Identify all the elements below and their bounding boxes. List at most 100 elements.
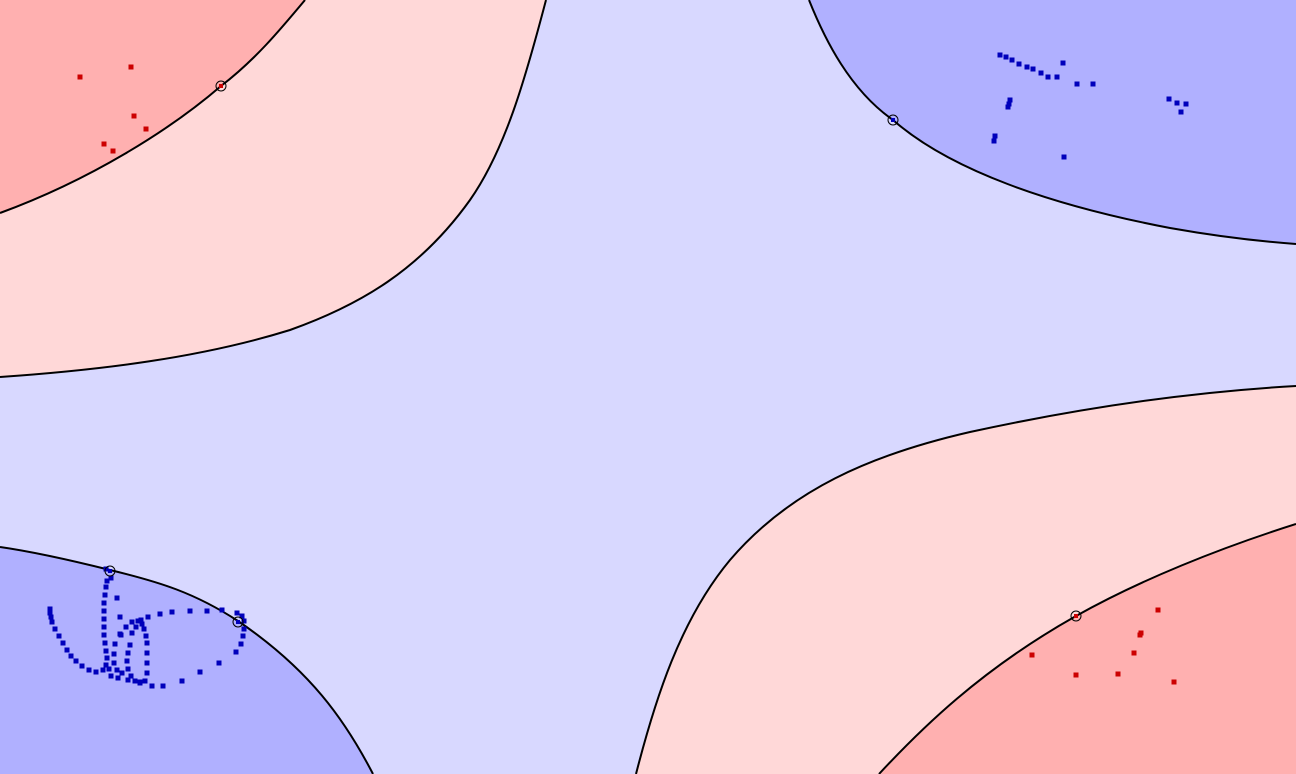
- blue-support-vector-point: [108, 569, 112, 573]
- blue-data-point: [129, 619, 135, 625]
- blue-data-point: [169, 609, 175, 615]
- blue-support-vector-ring: [887, 114, 899, 126]
- blue-data-point: [125, 677, 131, 683]
- blue-data-point: [233, 649, 239, 655]
- blue-data-point: [132, 678, 138, 684]
- blue-data-point: [179, 678, 185, 684]
- blue-data-point: [106, 666, 112, 672]
- blue-data-point: [219, 607, 225, 613]
- red-data-point: [77, 74, 83, 80]
- red-support-vector-point: [219, 84, 223, 88]
- blue-data-point: [133, 624, 139, 630]
- boundary-margin-bottom-right: [635, 385, 1296, 774]
- red-support-vector-ring: [215, 80, 227, 92]
- blue-data-point: [47, 610, 53, 616]
- blue-data-point: [238, 641, 244, 647]
- region-red-strong-top-left: [0, 0, 305, 213]
- red-data-point: [1115, 671, 1121, 677]
- blue-data-point: [234, 610, 240, 616]
- blue-data-point: [117, 614, 123, 620]
- blue-data-point: [101, 600, 107, 606]
- red-support-vector-ring: [1070, 610, 1082, 622]
- blue-data-point: [1030, 66, 1036, 72]
- red-data-point: [1138, 630, 1144, 636]
- blue-data-point: [1009, 57, 1015, 63]
- red-data-point: [131, 113, 137, 119]
- blue-data-point: [123, 624, 129, 630]
- blue-data-point: [1054, 74, 1060, 80]
- blue-data-point: [111, 651, 117, 657]
- blue-data-point: [1005, 104, 1011, 110]
- blue-data-point: [997, 52, 1003, 58]
- blue-data-point: [1016, 61, 1022, 67]
- boundary-blue-strong-top-right: [808, 0, 1296, 245]
- red-data-point: [1029, 652, 1035, 658]
- blue-data-point: [991, 138, 997, 144]
- blue-data-point: [1003, 54, 1009, 60]
- blue-data-point: [204, 608, 210, 614]
- red-data-point: [110, 148, 116, 154]
- blue-data-point: [240, 633, 246, 639]
- blue-data-point: [1183, 101, 1189, 107]
- blue-data-point: [60, 640, 66, 646]
- blue-data-point: [239, 613, 245, 619]
- blue-data-point: [129, 630, 135, 636]
- blue-data-point: [197, 669, 203, 675]
- blue-data-point: [93, 669, 99, 675]
- blue-data-point: [144, 650, 150, 656]
- blue-data-point: [112, 641, 118, 647]
- blue-data-point: [117, 631, 123, 637]
- blue-data-point: [64, 647, 70, 653]
- blue-data-point: [100, 667, 106, 673]
- blue-data-point: [1045, 74, 1051, 80]
- blue-support-vector-ring: [232, 616, 244, 628]
- blue-data-point: [1090, 81, 1096, 87]
- blue-data-point: [241, 618, 247, 624]
- blue-data-point: [125, 650, 131, 656]
- blue-data-point: [103, 662, 109, 668]
- blue-data-point: [73, 658, 79, 664]
- blue-support-vector-point: [236, 620, 240, 624]
- region-blue-strong-top-right: [809, 0, 1296, 244]
- red-data-point: [1155, 607, 1161, 613]
- blue-data-point: [101, 632, 107, 638]
- red-data-point: [101, 141, 107, 147]
- red-data-point: [1131, 650, 1137, 656]
- blue-data-point: [1060, 60, 1066, 66]
- blue-data-point: [104, 655, 110, 661]
- data-points: [47, 52, 1189, 689]
- blue-data-point: [128, 673, 134, 679]
- blue-data-point: [101, 608, 107, 614]
- blue-data-point: [119, 670, 125, 676]
- blue-data-point: [137, 680, 143, 686]
- blue-data-point: [1174, 100, 1180, 106]
- blue-data-point: [144, 670, 150, 676]
- blue-data-point: [157, 611, 163, 617]
- blue-data-point: [101, 624, 107, 630]
- blue-data-point: [68, 653, 74, 659]
- blue-data-point: [103, 566, 109, 572]
- blue-data-point: [56, 633, 62, 639]
- blue-data-point: [1178, 109, 1184, 115]
- blue-data-point: [187, 608, 193, 614]
- support-vector-markers: [104, 80, 1082, 628]
- blue-data-point: [992, 133, 998, 139]
- blue-support-vector-point: [891, 118, 895, 122]
- blue-data-point: [241, 626, 247, 632]
- red-support-vector-point: [1074, 614, 1078, 618]
- blue-data-point: [144, 640, 150, 646]
- boundary-blue-strong-bottom-left: [0, 546, 374, 774]
- blue-data-point: [115, 675, 121, 681]
- blue-data-point: [139, 621, 145, 627]
- blue-data-point: [143, 633, 149, 639]
- blue-data-point: [103, 648, 109, 654]
- blue-data-point: [127, 642, 133, 648]
- blue-data-point: [144, 660, 150, 666]
- blue-data-point: [108, 673, 114, 679]
- region-blue-strong-bottom-left: [0, 547, 373, 774]
- blue-data-point: [124, 658, 130, 664]
- blue-data-point: [1061, 154, 1067, 160]
- blue-data-point: [47, 606, 53, 612]
- red-data-point: [1171, 679, 1177, 685]
